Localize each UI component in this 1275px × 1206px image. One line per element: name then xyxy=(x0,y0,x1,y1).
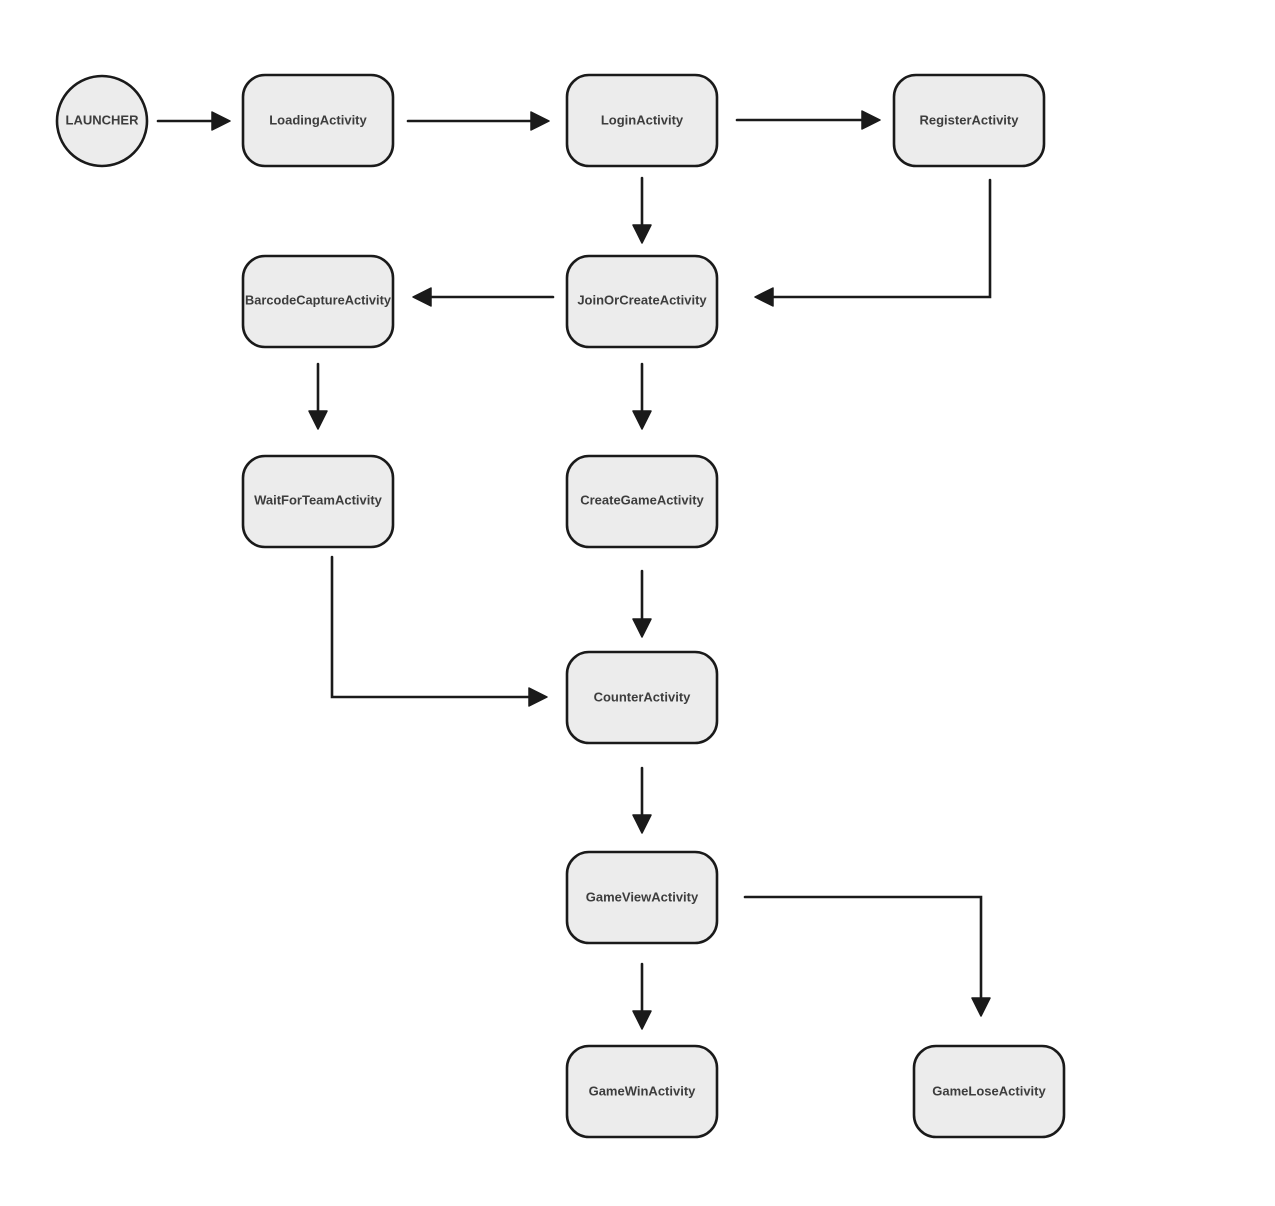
node-game-win-activity-label: GameWinActivity xyxy=(589,1083,697,1098)
edge-wait-to-counter xyxy=(330,555,548,707)
node-counter-activity: CounterActivity xyxy=(565,650,719,745)
node-register-activity-label: RegisterActivity xyxy=(920,112,1020,127)
edge-loading-to-login xyxy=(406,111,550,131)
node-wait-for-team-activity-label: WaitForTeamActivity xyxy=(254,492,383,507)
node-wait-for-team-activity: WaitForTeamActivity xyxy=(241,454,395,549)
node-login-activity: LoginActivity xyxy=(565,73,719,168)
edge-counter-to-gameview xyxy=(632,766,652,834)
node-game-view-activity: GameViewActivity xyxy=(565,850,719,945)
node-game-lose-activity: GameLoseActivity xyxy=(912,1044,1066,1139)
node-barcode-capture-activity: BarcodeCaptureActivity xyxy=(241,254,395,349)
edge-create-to-counter xyxy=(632,569,652,638)
node-login-activity-label: LoginActivity xyxy=(601,112,684,127)
edge-login-to-join xyxy=(632,176,652,244)
node-join-or-create-activity-label: JoinOrCreateActivity xyxy=(577,292,707,307)
node-create-game-activity: CreateGameActivity xyxy=(565,454,719,549)
node-barcode-capture-activity-label: BarcodeCaptureActivity xyxy=(245,292,392,307)
edge-gameview-to-win xyxy=(632,962,652,1030)
edge-launcher-to-loading xyxy=(156,111,231,131)
node-launcher-label: LAUNCHER xyxy=(66,112,140,127)
node-game-lose-activity-label: GameLoseActivity xyxy=(932,1083,1046,1098)
node-loading-activity: LoadingActivity xyxy=(241,73,395,168)
edge-login-to-register xyxy=(735,110,881,130)
node-game-win-activity: GameWinActivity xyxy=(565,1044,719,1139)
node-launcher: LAUNCHER xyxy=(55,74,149,168)
edge-register-to-join xyxy=(754,178,992,307)
node-create-game-activity-label: CreateGameActivity xyxy=(580,492,704,507)
edge-barcode-to-wait xyxy=(308,362,328,430)
edge-join-to-create xyxy=(632,362,652,430)
node-counter-activity-label: CounterActivity xyxy=(594,689,692,704)
node-register-activity: RegisterActivity xyxy=(892,73,1046,168)
node-join-or-create-activity: JoinOrCreateActivity xyxy=(565,254,719,349)
node-game-view-activity-label: GameViewActivity xyxy=(586,889,699,904)
node-loading-activity-label: LoadingActivity xyxy=(269,112,367,127)
edge-gameview-to-lose xyxy=(743,895,991,1017)
edge-join-to-barcode xyxy=(412,287,555,307)
